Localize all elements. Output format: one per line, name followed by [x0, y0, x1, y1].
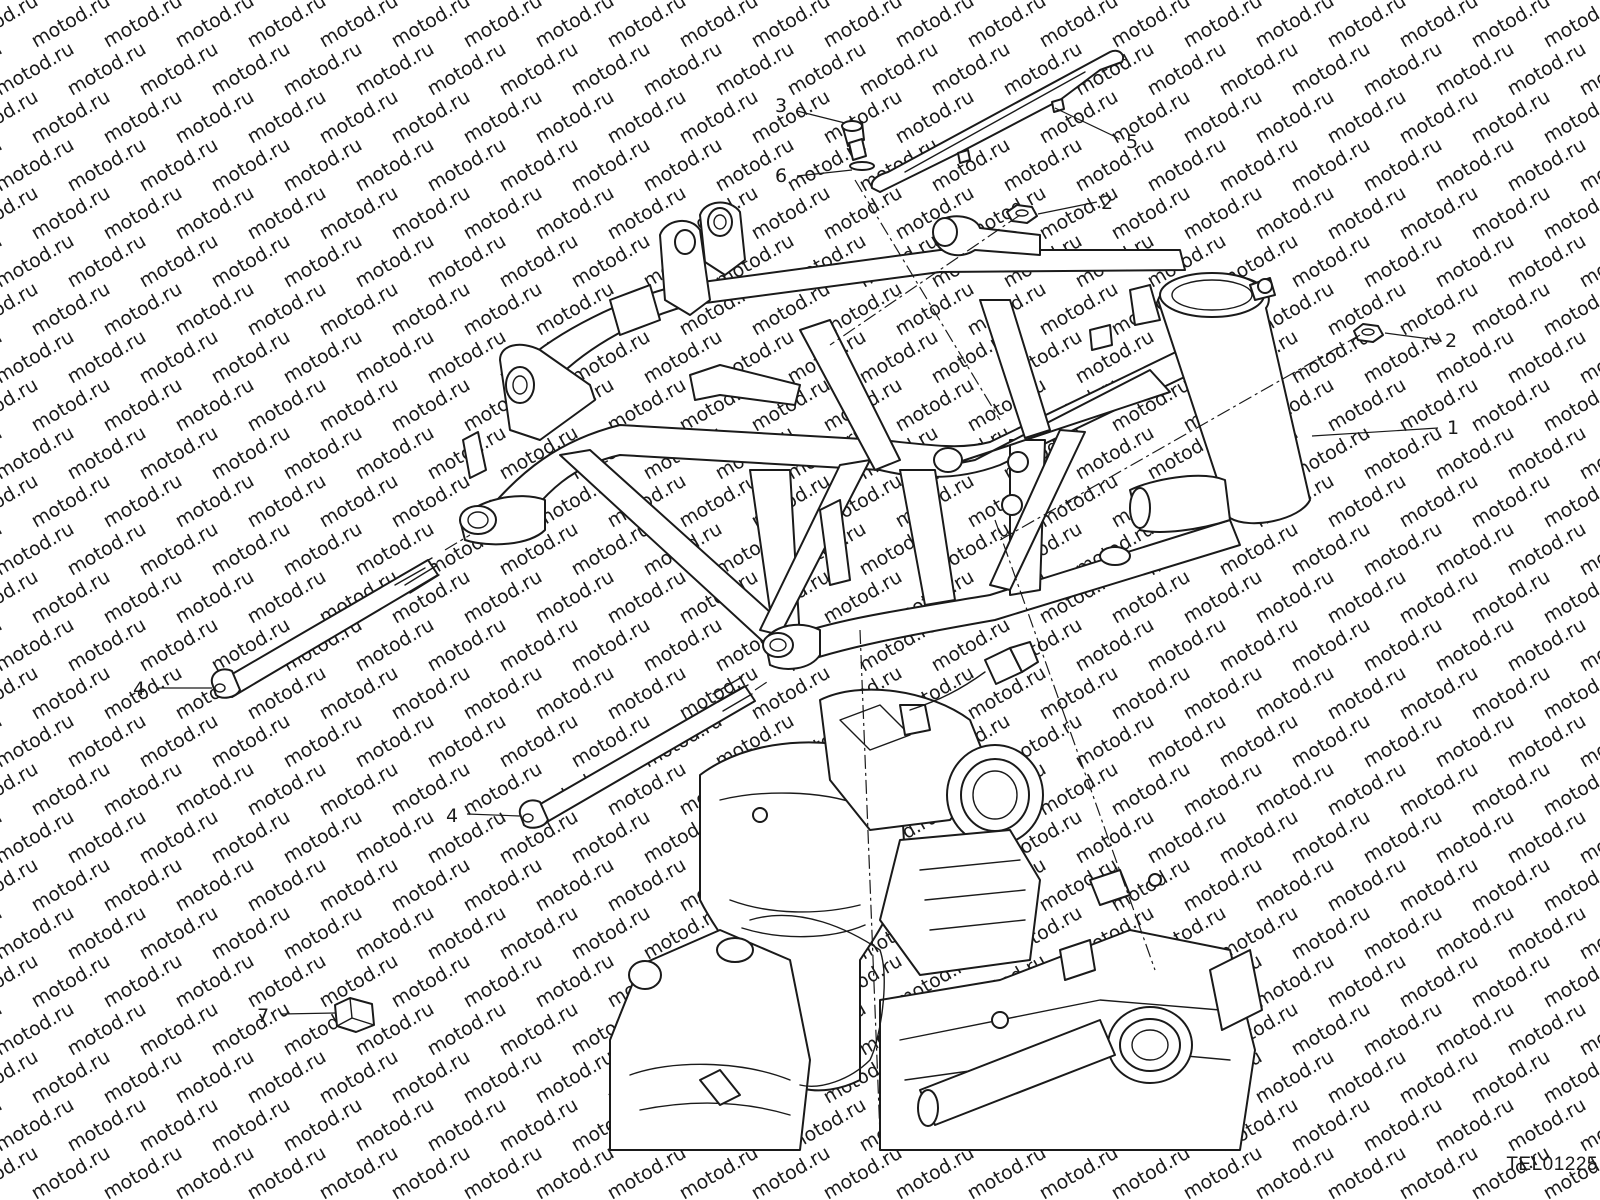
callout-labels: 3 6 5 2 2 1 4 4 7	[133, 95, 1459, 1027]
watermark-text: motod.ru	[1576, 0, 1600, 4]
bolt-part-4-lower	[518, 676, 756, 829]
rubber-block-part-7	[334, 997, 375, 1033]
nut-part-2-lower	[1353, 323, 1384, 343]
bolt-part-4-upper	[210, 557, 440, 699]
engine-block	[609, 641, 1263, 1151]
callout-4-lower: 4	[446, 805, 458, 827]
callout-2-lower: 2	[1445, 330, 1457, 352]
callout-2-upper: 2	[1101, 192, 1113, 214]
callout-1: 1	[1447, 417, 1459, 439]
callout-7: 7	[257, 1005, 269, 1027]
washer-part-6	[849, 161, 875, 171]
callout-6: 6	[775, 165, 787, 187]
assembly-centerlines	[444, 179, 1361, 1136]
callout-leaders	[158, 107, 1439, 1015]
callout-3: 3	[775, 95, 787, 117]
plate-part-5	[870, 49, 1124, 193]
drawing-code: TEL01225	[1506, 1154, 1598, 1175]
callout-5: 5	[1126, 131, 1138, 153]
callout-4-upper: 4	[133, 678, 145, 700]
screw-part-3	[841, 120, 867, 161]
frame-trellis	[459, 201, 1311, 670]
